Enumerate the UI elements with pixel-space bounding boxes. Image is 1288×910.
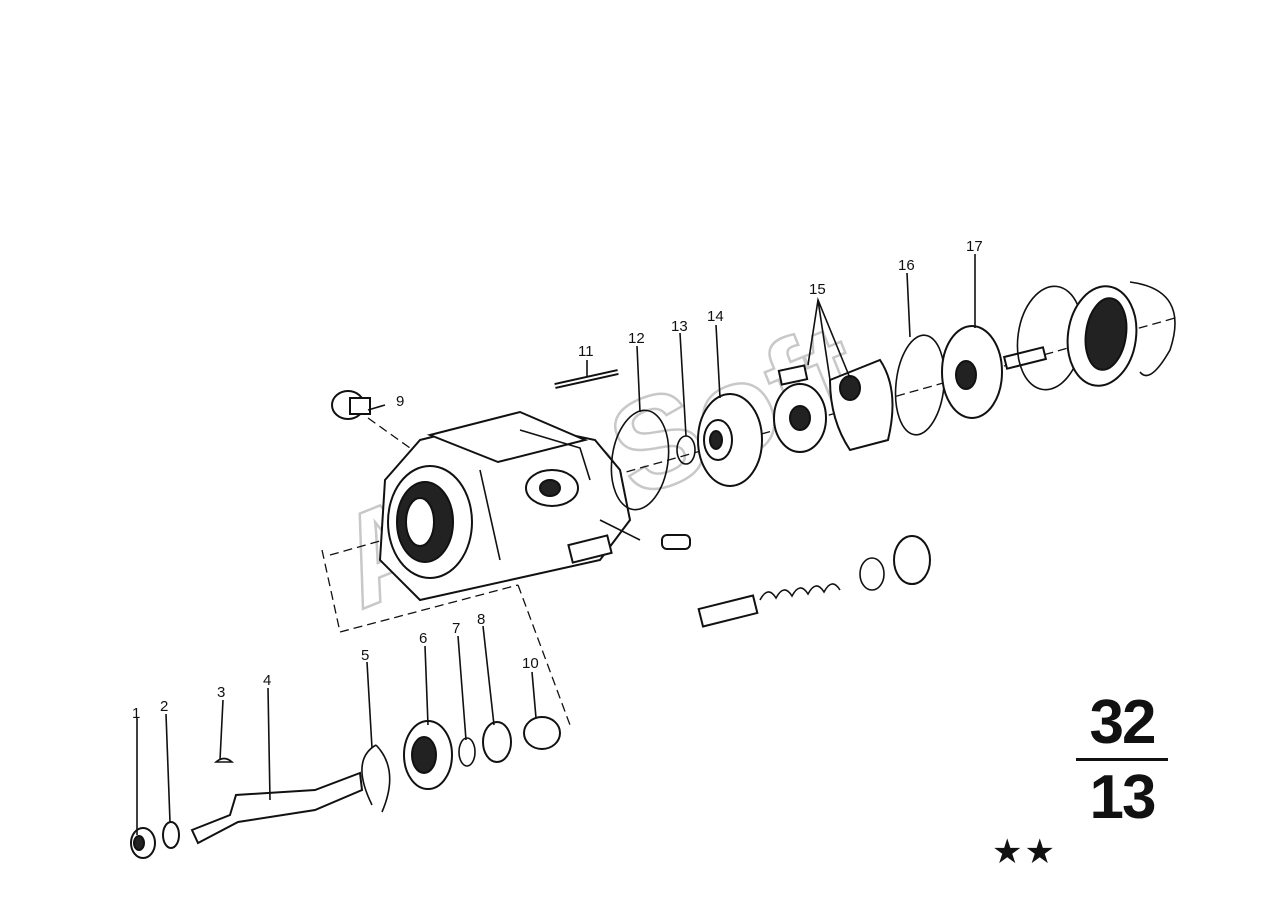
rotor-set-part-15 bbox=[773, 358, 894, 453]
callout-7: 7 bbox=[452, 620, 460, 637]
o-ring-part-16 bbox=[894, 334, 946, 436]
pin-part-11 bbox=[554, 369, 619, 389]
group-code: 32 13 bbox=[1076, 690, 1168, 831]
callout-11: 11 bbox=[578, 343, 594, 360]
callout-13: 13 bbox=[671, 318, 688, 335]
lower-shaft-axis bbox=[517, 584, 571, 726]
callout-6: 6 bbox=[419, 630, 427, 647]
callout-8: 8 bbox=[477, 611, 485, 628]
end-cap-rings bbox=[1016, 281, 1176, 391]
lower-shaft-parts bbox=[130, 716, 561, 859]
callout-15: 15 bbox=[809, 281, 826, 298]
flow-valve-assembly bbox=[661, 534, 931, 628]
pressure-plate-part-14 bbox=[697, 393, 763, 487]
callout-3: 3 bbox=[217, 684, 225, 701]
callout-5: 5 bbox=[361, 647, 369, 664]
callout-10: 10 bbox=[522, 655, 539, 672]
callout-16: 16 bbox=[898, 257, 915, 274]
callout-9: 9 bbox=[396, 393, 404, 410]
group-code-divider bbox=[1076, 758, 1168, 761]
callout-1: 1 bbox=[132, 705, 140, 722]
callout-4: 4 bbox=[263, 672, 271, 689]
group-code-main: 32 bbox=[1089, 688, 1157, 757]
callout-14: 14 bbox=[707, 308, 724, 325]
callout-leaders bbox=[136, 254, 976, 835]
o-ring-part-12 bbox=[610, 409, 670, 511]
callout-12: 12 bbox=[628, 330, 645, 347]
group-code-sub: 13 bbox=[1089, 763, 1157, 832]
pump-housing bbox=[378, 410, 641, 602]
end-plate-part-17 bbox=[941, 325, 1048, 419]
callout-17: 17 bbox=[966, 238, 983, 255]
callout-2: 2 bbox=[160, 698, 168, 715]
stars-rating: ★★ bbox=[992, 832, 1057, 872]
plug-part-9 bbox=[331, 390, 411, 449]
callout-labels: 1 2 3 4 5 6 7 8 9 10 11 12 13 14 15 16 1… bbox=[132, 238, 983, 722]
